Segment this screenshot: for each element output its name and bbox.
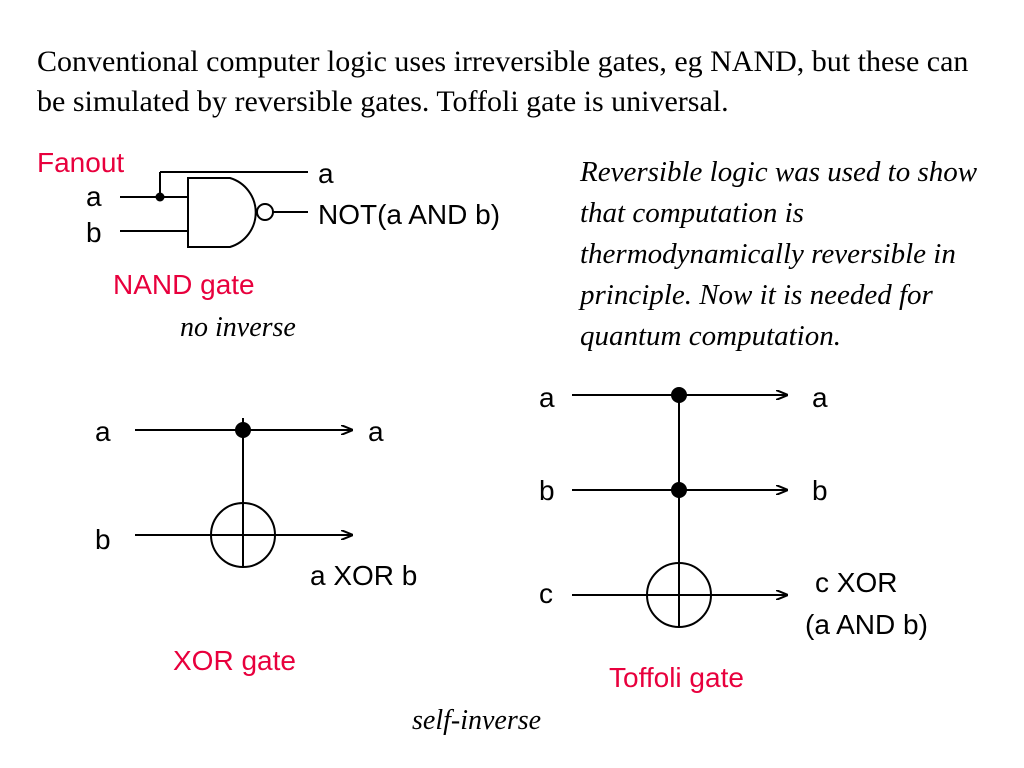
reversible-logic-note: Reversible logic was used to show that c… <box>580 156 978 352</box>
nand-output-a-label: a <box>318 158 334 189</box>
toffoli-target-circle <box>646 562 712 628</box>
toffoli-control-dot-b <box>671 482 687 498</box>
toffoli-control-dot-a <box>671 387 687 403</box>
toffoli-output-b-label: b <box>812 475 828 506</box>
xor-output-label: a XOR b <box>310 560 417 591</box>
nand-gate-body <box>187 177 257 248</box>
xor-output-a-label: a <box>368 416 384 447</box>
nand-gate-diagram: Fanout a b a NOT(a AND b) NAND gate no i… <box>37 147 500 343</box>
no-inverse-note: no inverse <box>180 312 296 343</box>
xor-control-dot <box>235 422 251 438</box>
toffoli-input-a-label: a <box>539 382 555 413</box>
nand-input-b-label: b <box>86 217 102 248</box>
toffoli-gate-diagram: a b c a b c XOR (a AND b) Toffoli gate <box>539 382 928 693</box>
fanout-label: Fanout <box>37 147 124 178</box>
self-inverse-note: self-inverse <box>412 705 541 736</box>
toffoli-output-c-label-line2: (a AND b) <box>805 609 928 640</box>
xor-input-a-label: a <box>95 416 111 447</box>
fanout-dot <box>155 192 165 202</box>
nand-gate-title: NAND gate <box>113 269 255 300</box>
nand-output-label: NOT(a AND b) <box>318 199 500 230</box>
xor-input-b-label: b <box>95 524 111 555</box>
toffoli-input-b-label: b <box>539 475 555 506</box>
intro-paragraph: Conventional computer logic uses irrever… <box>37 45 969 118</box>
nand-input-a-label: a <box>86 181 102 212</box>
toffoli-output-a-label: a <box>812 382 828 413</box>
xor-gate-title: XOR gate <box>173 645 296 676</box>
toffoli-gate-title: Toffoli gate <box>609 662 744 693</box>
toffoli-input-c-label: c <box>539 578 553 609</box>
xor-target-circle <box>210 502 276 568</box>
nand-inversion-bubble <box>256 203 274 221</box>
toffoli-output-c-label: c XOR <box>815 567 897 598</box>
xor-gate-diagram: a b a a XOR b XOR gate <box>95 416 417 676</box>
